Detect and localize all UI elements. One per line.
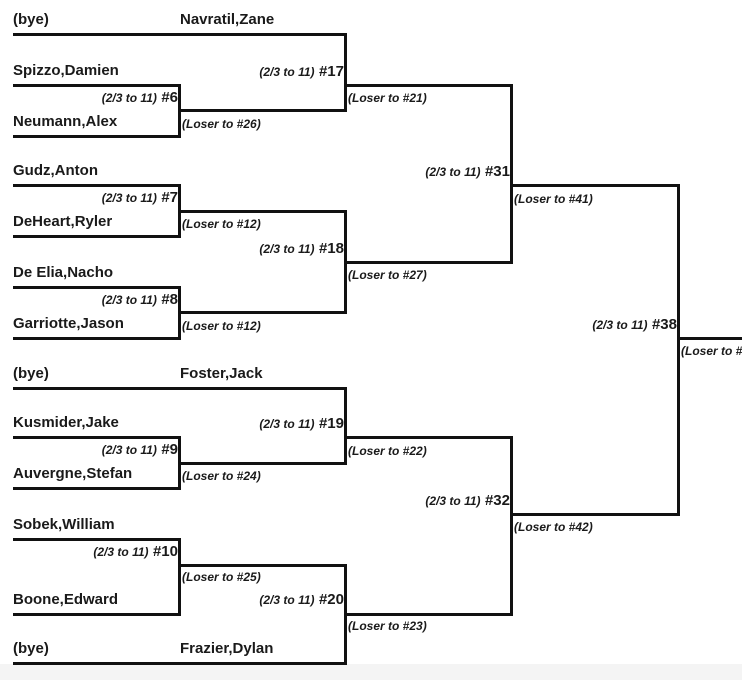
match-7-loser-tag: (Loser to #12)	[182, 217, 261, 231]
match-32-info: (2/3 to 11) #32	[425, 492, 510, 510]
match-10-info: (2/3 to 11) #10	[93, 543, 178, 561]
match-17-info: (2/3 to 11) #17	[259, 63, 344, 81]
participant-deheart: DeHeart,Ryler	[13, 213, 113, 230]
match-9-info: (2/3 to 11) #9	[102, 441, 178, 459]
match-6-loser-tag: (Loser to #26)	[182, 117, 261, 131]
match-38-format: (2/3 to 11)	[592, 318, 648, 332]
match-20-format: (2/3 to 11)	[259, 593, 315, 607]
bracket-line-de-elia	[13, 286, 181, 289]
match-17-number: #17	[318, 63, 344, 80]
participant-boone: Boone,Edward	[13, 591, 119, 608]
match-18-info: (2/3 to 11) #18	[259, 240, 344, 258]
match-31-info: (2/3 to 11) #31	[425, 163, 510, 181]
bracket-connector-m19	[344, 387, 347, 465]
bracket-line-m8-winner	[178, 311, 347, 314]
match-38-loser-tag: (Loser to #	[681, 344, 742, 358]
match-10-loser-tag: (Loser to #25)	[182, 570, 261, 584]
bracket-line-m20-winner	[344, 613, 513, 616]
bracket-line-m32-winner	[510, 513, 680, 516]
participant-neumann: Neumann,Alex	[13, 113, 118, 130]
match-18-number: #18	[318, 240, 344, 257]
match-31-format: (2/3 to 11)	[425, 165, 481, 179]
participant-foster: Foster,Jack	[180, 365, 263, 382]
match-9-number: #9	[161, 441, 178, 458]
bracket-connector-m31	[510, 84, 513, 264]
bracket-connector-m38	[677, 184, 680, 516]
bracket-line-m9-winner	[178, 462, 347, 465]
match-32-loser-tag: (Loser to #42)	[514, 520, 593, 534]
match-38-info: (2/3 to 11) #38	[592, 316, 677, 334]
bracket-line-sobek	[13, 538, 181, 541]
participant-sobek: Sobek,William	[13, 516, 115, 533]
match-7-info: (2/3 to 11) #7	[102, 189, 178, 207]
bracket-line-bye-2	[13, 387, 347, 390]
participant-bye-3: (bye)	[13, 640, 49, 657]
match-19-number: #19	[318, 415, 344, 432]
bracket-connector-m17	[344, 33, 347, 112]
match-8-info: (2/3 to 11) #8	[102, 291, 178, 309]
bracket-line-m6-winner	[178, 109, 347, 112]
bracket-line-bye-3	[13, 662, 347, 665]
match-7-format: (2/3 to 11)	[101, 191, 157, 205]
bracket-line-m18-winner	[344, 261, 513, 264]
bracket-line-m10-winner	[178, 564, 347, 567]
participant-bye-1: (bye)	[13, 11, 49, 28]
match-20-number: #20	[318, 591, 344, 608]
match-6-format: (2/3 to 11)	[101, 91, 157, 105]
bracket-line-m17-winner	[344, 84, 513, 87]
match-17-format: (2/3 to 11)	[259, 65, 315, 79]
match-8-format: (2/3 to 11)	[101, 293, 157, 307]
match-7-number: #7	[161, 189, 178, 206]
bracket-line-garriotte	[13, 337, 181, 340]
match-10-format: (2/3 to 11)	[93, 545, 149, 559]
participant-bye-2: (bye)	[13, 365, 49, 382]
match-17-loser-tag: (Loser to #21)	[348, 91, 427, 105]
bracket-connector-m32	[510, 436, 513, 616]
page-bottom-shade	[0, 664, 742, 680]
match-19-format: (2/3 to 11)	[259, 417, 315, 431]
participant-spizzo: Spizzo,Damien	[13, 62, 119, 79]
bracket-line-spizzo	[13, 84, 181, 87]
match-6-number: #6	[161, 89, 178, 106]
match-20-loser-tag: (Loser to #23)	[348, 619, 427, 633]
bracket-line-m7-winner	[178, 210, 347, 213]
participant-frazier: Frazier,Dylan	[180, 640, 274, 657]
bracket-line-m38-winner	[677, 337, 742, 340]
bracket-line-boone	[13, 613, 181, 616]
bracket-line-bye-1	[13, 33, 347, 36]
match-31-number: #31	[484, 163, 510, 180]
participant-garriotte: Garriotte,Jason	[13, 315, 124, 332]
match-19-loser-tag: (Loser to #22)	[348, 444, 427, 458]
match-32-number: #32	[484, 492, 510, 509]
bracket-line-deheart	[13, 235, 181, 238]
bracket-line-m19-winner	[344, 436, 513, 439]
participant-gudz: Gudz,Anton	[13, 162, 98, 179]
match-18-loser-tag: (Loser to #27)	[348, 268, 427, 282]
participant-kusmider: Kusmider,Jake	[13, 414, 119, 431]
bracket-line-auvergne	[13, 487, 181, 490]
match-32-format: (2/3 to 11)	[425, 494, 481, 508]
match-6-info: (2/3 to 11) #6	[102, 89, 178, 107]
bracket-line-kusmider	[13, 436, 181, 439]
bracket-line-m31-winner	[510, 184, 680, 187]
match-31-loser-tag: (Loser to #41)	[514, 192, 593, 206]
participant-navratil: Navratil,Zane	[180, 11, 275, 28]
match-38-number: #38	[651, 316, 677, 333]
match-20-info: (2/3 to 11) #20	[259, 591, 344, 609]
participant-de-elia: De Elia,Nacho	[13, 264, 114, 281]
match-8-number: #8	[161, 291, 178, 308]
participant-auvergne: Auvergne,Stefan	[13, 465, 133, 482]
match-18-format: (2/3 to 11)	[259, 242, 315, 256]
match-19-info: (2/3 to 11) #19	[259, 415, 344, 433]
match-9-loser-tag: (Loser to #24)	[182, 469, 261, 483]
bracket-line-neumann	[13, 135, 181, 138]
match-9-format: (2/3 to 11)	[101, 443, 157, 457]
match-10-number: #10	[152, 543, 178, 560]
match-8-loser-tag: (Loser to #12)	[182, 319, 261, 333]
bracket-line-gudz	[13, 184, 181, 187]
bracket-connector-m10	[178, 538, 181, 616]
